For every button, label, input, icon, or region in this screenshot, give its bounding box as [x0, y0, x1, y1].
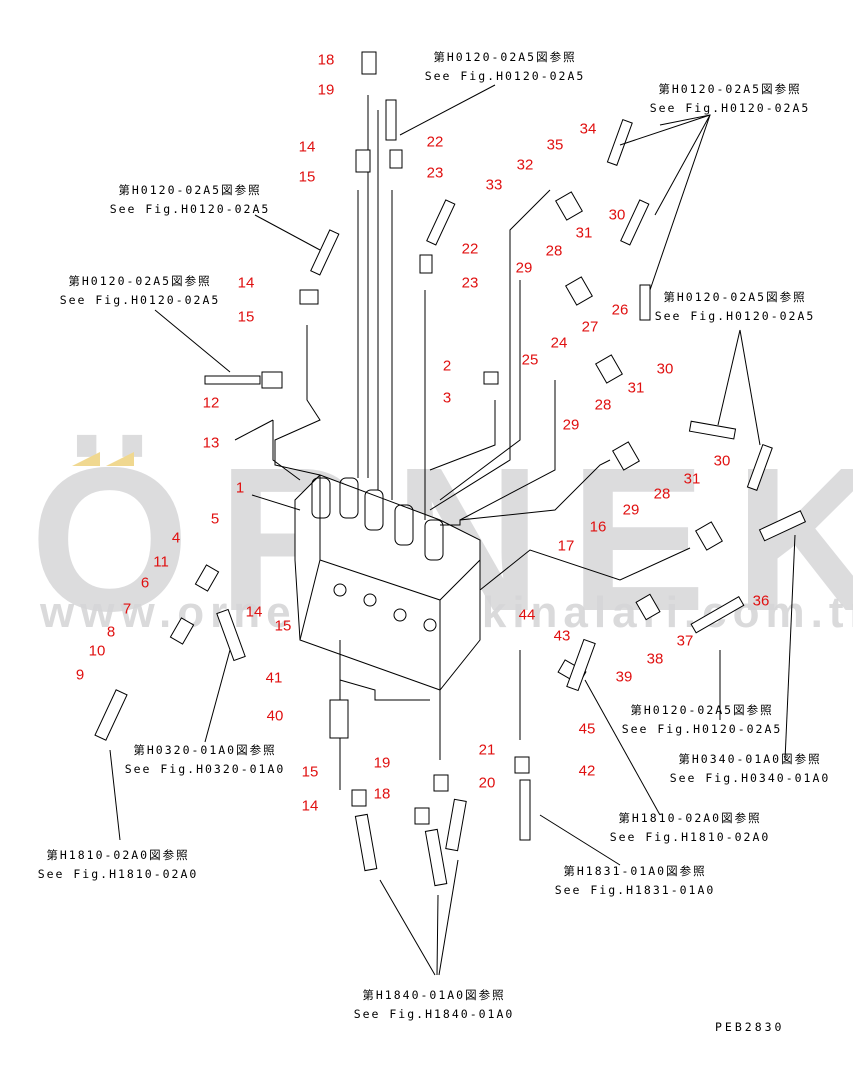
callout-14: 14	[237, 274, 255, 292]
callout-44: 44	[518, 606, 536, 624]
callout-31: 31	[575, 224, 593, 242]
callout-14: 14	[301, 797, 319, 815]
callout-36: 36	[752, 592, 770, 610]
callout-1: 1	[235, 479, 245, 497]
callout-41: 41	[265, 669, 283, 687]
callout-19: 19	[373, 754, 391, 772]
callout-3: 3	[442, 389, 452, 407]
watermark-accent-2	[106, 452, 134, 466]
callout-15: 15	[301, 763, 319, 781]
callout-22: 22	[461, 240, 479, 258]
callout-33: 33	[485, 176, 503, 194]
callout-15: 15	[298, 168, 316, 186]
callout-14: 14	[298, 138, 316, 156]
callout-2: 2	[442, 357, 452, 375]
callout-30: 30	[713, 452, 731, 470]
callout-23: 23	[461, 274, 479, 292]
callout-20: 20	[478, 774, 496, 792]
callout-19: 19	[317, 81, 335, 99]
callout-24: 24	[550, 334, 568, 352]
callout-42: 42	[578, 762, 596, 780]
callout-31: 31	[683, 470, 701, 488]
callout-45: 45	[578, 720, 596, 738]
callout-28: 28	[594, 396, 612, 414]
callout-37: 37	[676, 632, 694, 650]
watermark-accent-1	[72, 452, 100, 466]
callout-17: 17	[557, 537, 575, 555]
callout-5: 5	[210, 510, 220, 528]
callout-28: 28	[545, 242, 563, 260]
callout-39: 39	[615, 668, 633, 686]
drawing-code: PEB2830	[715, 1020, 785, 1034]
callout-15: 15	[274, 617, 292, 635]
callout-38: 38	[646, 650, 664, 668]
callout-14: 14	[245, 603, 263, 621]
callout-32: 32	[516, 156, 534, 174]
callout-43: 43	[553, 627, 571, 645]
callout-8: 8	[106, 623, 116, 641]
callout-18: 18	[317, 51, 335, 69]
callout-4: 4	[171, 529, 181, 547]
callout-25: 25	[521, 351, 539, 369]
callout-27: 27	[581, 318, 599, 336]
callout-28: 28	[653, 485, 671, 503]
callout-9: 9	[75, 666, 85, 684]
callout-10: 10	[88, 642, 106, 660]
callout-26: 26	[611, 301, 629, 319]
callout-13: 13	[202, 434, 220, 452]
callout-16: 16	[589, 518, 607, 536]
callout-18: 18	[373, 785, 391, 803]
callout-30: 30	[656, 360, 674, 378]
callout-21: 21	[478, 741, 496, 759]
callout-11: 11	[153, 553, 169, 571]
callout-12: 12	[202, 394, 220, 412]
callout-29: 29	[515, 259, 533, 277]
callout-34: 34	[579, 120, 597, 138]
callout-29: 29	[622, 501, 640, 519]
callout-29: 29	[562, 416, 580, 434]
callout-7: 7	[122, 600, 132, 618]
callout-6: 6	[140, 574, 150, 592]
callout-22: 22	[426, 133, 444, 151]
control-valve-body	[294, 474, 481, 691]
callout-23: 23	[426, 164, 444, 182]
callout-31: 31	[627, 379, 645, 397]
callout-40: 40	[266, 707, 284, 725]
callout-30: 30	[608, 206, 626, 224]
callout-35: 35	[546, 136, 564, 154]
callout-15: 15	[237, 308, 255, 326]
leader-lines	[109, 84, 796, 976]
fittings	[94, 51, 807, 887]
